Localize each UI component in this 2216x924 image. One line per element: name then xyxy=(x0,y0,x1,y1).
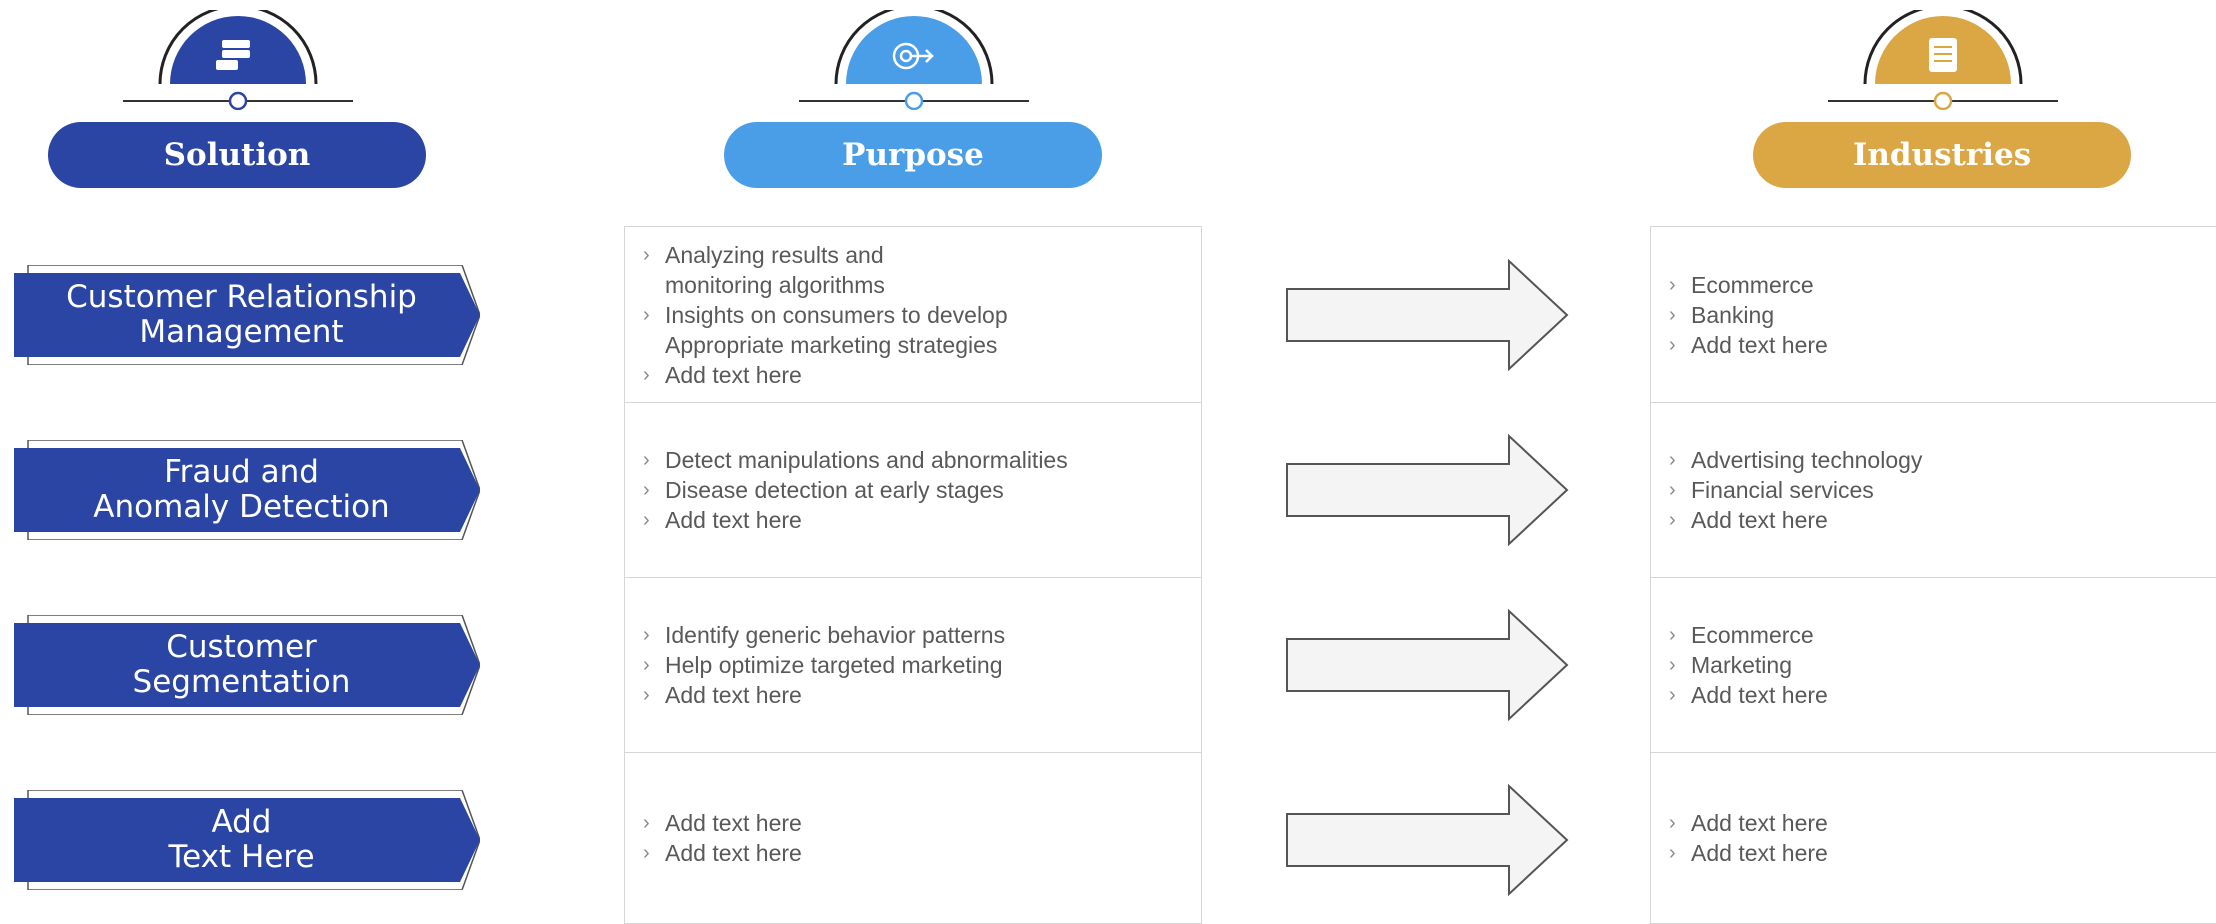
solution-label: Customer Relationship Management xyxy=(66,279,417,350)
bullet-item: ›Add text here xyxy=(625,505,1201,535)
chevron-right-icon: › xyxy=(643,624,650,646)
bullet-item: ›Detect manipulations and abnormalities xyxy=(625,445,1201,475)
right-arrow-icon xyxy=(1286,783,1569,897)
chevron-right-icon: › xyxy=(1669,509,1676,531)
chevron-right-icon: › xyxy=(643,303,650,326)
solution-header-emblem xyxy=(123,10,353,110)
bullet-item: ›Marketing xyxy=(1651,650,2216,680)
database-stack-icon xyxy=(216,40,250,70)
chevron-right-icon: › xyxy=(1669,812,1676,834)
chevron-right-icon: › xyxy=(643,684,650,706)
chevron-right-icon: › xyxy=(1669,624,1676,646)
solution-item: Fraud and Anomaly Detection xyxy=(14,440,480,540)
bullet-item: ›Ecommerce xyxy=(1651,270,2216,300)
chevron-right-icon: › xyxy=(1669,303,1676,326)
right-arrow-icon xyxy=(1286,608,1569,722)
solution-shape xyxy=(14,265,480,365)
solution-label: Customer Segmentation xyxy=(132,629,351,700)
bullet-item: ›Banking xyxy=(1651,300,2216,330)
chevron-right-icon: › xyxy=(1669,333,1676,356)
purpose-cell: ›Detect manipulations and abnormalities … xyxy=(625,403,1201,578)
chevron-right-icon: › xyxy=(643,449,650,471)
solution-label: Add Text Here xyxy=(168,804,315,875)
bullet-item: ›Financial services xyxy=(1651,475,2216,505)
chevron-right-icon: › xyxy=(1669,654,1676,676)
bullet-item: ›Disease detection at early stages xyxy=(625,475,1201,505)
document-icon xyxy=(1929,38,1957,72)
bullet-item: ›Add text here xyxy=(1651,680,2216,710)
bullet-item: ›Ecommerce xyxy=(1651,620,2216,650)
bullet-item: ›Add text here xyxy=(625,360,1201,390)
bullet-item: ›Add text here xyxy=(625,838,1201,868)
chevron-right-icon: › xyxy=(1669,479,1676,501)
purpose-header-emblem xyxy=(799,10,1029,110)
chevron-right-icon: › xyxy=(1669,842,1676,864)
solution-shape xyxy=(14,790,480,890)
chevron-right-icon: › xyxy=(1669,449,1676,471)
industries-header-emblem xyxy=(1828,10,2058,110)
industries-cell: ›Add text here ›Add text here xyxy=(1651,753,2216,923)
industries-cell: ›Ecommerce ›Banking ›Add text here xyxy=(1651,227,2216,403)
solution-item: Customer Segmentation xyxy=(14,615,480,715)
chevron-right-icon: › xyxy=(643,243,650,266)
target-arrow-icon xyxy=(892,42,934,70)
chevron-right-icon: › xyxy=(1669,684,1676,706)
chevron-right-icon: › xyxy=(643,654,650,676)
solution-header-label: Solution xyxy=(48,122,426,188)
right-arrow-icon xyxy=(1286,258,1569,372)
industries-cell: ›Advertising technology ›Financial servi… xyxy=(1651,403,2216,578)
bullet-item: ›Analyzing results and monitoring algori… xyxy=(625,240,1201,300)
bullet-item: ›Identify generic behavior patterns xyxy=(625,620,1201,650)
purpose-panel: ›Analyzing results and monitoring algori… xyxy=(624,226,1202,924)
solution-label: Fraud and Anomaly Detection xyxy=(93,454,390,525)
bullet-item: ›Help optimize targeted marketing xyxy=(625,650,1201,680)
chevron-right-icon: › xyxy=(643,363,650,386)
bullet-item: ›Insights on consumers to develop Approp… xyxy=(625,300,1201,360)
purpose-cell: ›Add text here ›Add text here xyxy=(625,753,1201,923)
chevron-right-icon: › xyxy=(643,479,650,501)
bullet-item: ›Add text here xyxy=(625,680,1201,710)
purpose-header-label: Purpose xyxy=(724,122,1102,188)
right-arrow-icon xyxy=(1286,433,1569,547)
solution-item: Customer Relationship Management xyxy=(14,265,480,365)
bullet-item: ›Add text here xyxy=(1651,838,2216,868)
bullet-item: ›Add text here xyxy=(1651,330,2216,360)
bullet-item: ›Add text here xyxy=(625,808,1201,838)
chevron-right-icon: › xyxy=(643,509,650,531)
purpose-cell: ›Identify generic behavior patterns ›Hel… xyxy=(625,578,1201,753)
solution-item: Add Text Here xyxy=(14,790,480,890)
bullet-item: ›Add text here xyxy=(1651,505,2216,535)
chevron-right-icon: › xyxy=(1669,273,1676,296)
chevron-right-icon: › xyxy=(643,842,650,864)
chevron-right-icon: › xyxy=(643,812,650,834)
industries-panel: ›Ecommerce ›Banking ›Add text here ›Adve… xyxy=(1650,226,2216,924)
solution-shape xyxy=(14,440,480,540)
industries-cell: ›Ecommerce ›Marketing ›Add text here xyxy=(1651,578,2216,753)
bullet-item: ›Advertising technology xyxy=(1651,445,2216,475)
purpose-cell: ›Analyzing results and monitoring algori… xyxy=(625,227,1201,403)
bullet-item: ›Add text here xyxy=(1651,808,2216,838)
industries-header-label: Industries xyxy=(1753,122,2131,188)
solution-shape xyxy=(14,615,480,715)
